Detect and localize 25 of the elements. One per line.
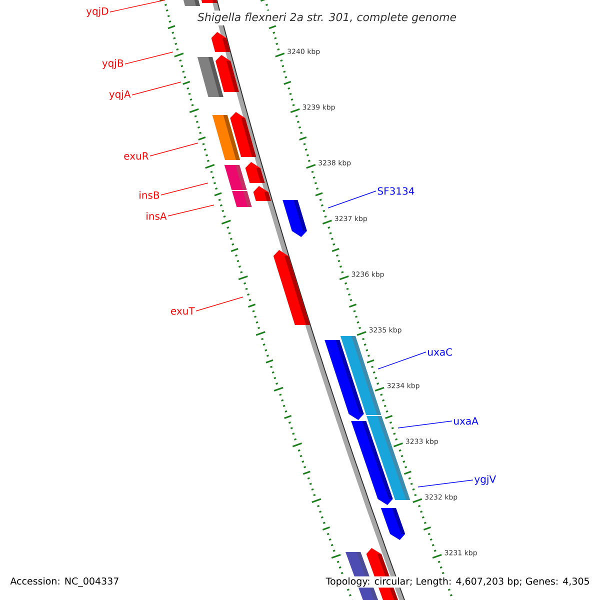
- leader-line: [132, 82, 182, 96]
- gene-label: uxaC: [428, 348, 452, 356]
- gene-label: yqjB: [102, 59, 124, 69]
- gene-label: uxaA: [454, 417, 478, 425]
- gene-label: SF3134: [378, 187, 414, 195]
- gene-label: exuR: [124, 152, 149, 160]
- gene-label: exuT: [171, 307, 195, 315]
- leader-line: [110, 0, 166, 12]
- gene-label: insA: [146, 212, 167, 220]
- gene-label: yqjD: [86, 7, 108, 17]
- accession-text: Accession: NC_004337: [9, 576, 120, 588]
- gene-label: insB: [140, 191, 160, 199]
- leader-line: [160, 182, 208, 196]
- leader-line: [168, 204, 214, 216]
- leader-line: [398, 420, 452, 428]
- leader-line: [328, 190, 376, 208]
- leader-line: [124, 52, 174, 64]
- leader-line: [196, 296, 244, 312]
- genome-info-text: Topology: circular; Length: 4,607,203 bp; Genes: 4,305: [324, 576, 591, 588]
- title: Shigella flexneri 2a str. 301, complete genome: [195, 10, 459, 26]
- leader-line: [378, 352, 426, 370]
- gene-label: yqjA: [109, 90, 131, 100]
- leader-line: [150, 142, 198, 156]
- gene-label: ygjV: [474, 475, 496, 485]
- leader-line: [418, 480, 474, 488]
